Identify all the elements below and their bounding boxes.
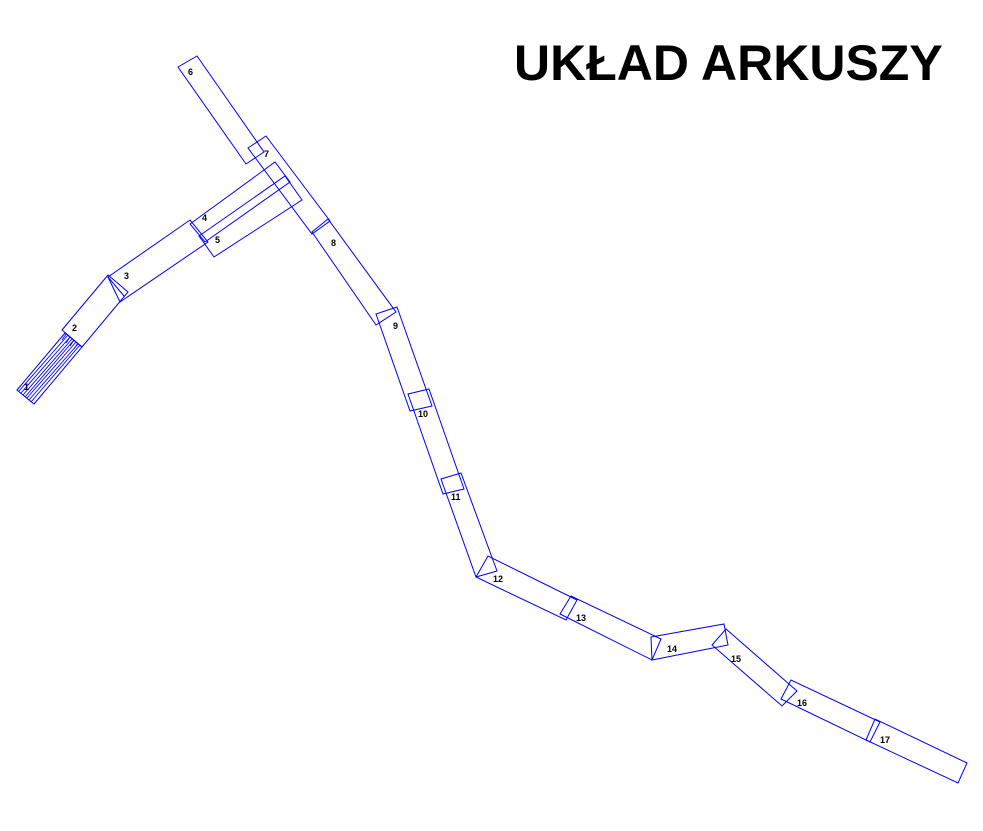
sheet-17-label: 17	[880, 735, 890, 745]
sheet-8[interactable]: 8	[311, 218, 397, 326]
sheet-16[interactable]: 16	[780, 679, 881, 743]
sheet-11-label: 11	[451, 492, 461, 502]
sheet-9-label: 9	[393, 321, 398, 331]
sheet-10[interactable]: 10	[407, 388, 465, 495]
sheet-10-label: 10	[418, 409, 428, 419]
sheet-12-label: 12	[493, 574, 503, 584]
sheet-11[interactable]: 11	[440, 472, 498, 578]
sheet-6-label: 6	[188, 67, 193, 77]
sheet-4-label: 4	[202, 213, 207, 223]
sheet-13-label: 13	[576, 613, 586, 623]
sheet-3[interactable]: 3	[107, 219, 209, 303]
sheet-17[interactable]: 17	[865, 718, 968, 784]
sheet-7[interactable]: 7	[247, 135, 331, 235]
sheet-1-label: 1	[24, 382, 29, 392]
sheet-15-label: 15	[731, 654, 741, 664]
sheet-5[interactable]: 5	[198, 175, 303, 258]
sheet-14[interactable]: 14	[650, 623, 729, 661]
sheet-9[interactable]: 9	[375, 306, 433, 412]
page-title: UKŁAD ARKUSZY	[514, 35, 943, 91]
sheet-7-label: 7	[264, 149, 269, 159]
sheet-8-label: 8	[331, 238, 336, 248]
sheet-2[interactable]: 2	[61, 274, 129, 348]
sheet-2-label: 2	[72, 323, 77, 333]
sheet-1[interactable]: 1	[16, 332, 83, 405]
sheet-1-hatching	[18, 333, 81, 403]
sheet-3-label: 3	[124, 271, 129, 281]
sheet-15[interactable]: 15	[711, 628, 798, 707]
sheet-4[interactable]: 4	[189, 161, 291, 243]
sheet-6[interactable]: 6	[177, 55, 265, 165]
sheet-16-label: 16	[797, 698, 807, 708]
sheet-14-label: 14	[667, 644, 677, 654]
sheet-13[interactable]: 13	[559, 595, 662, 661]
sheet-5-label: 5	[215, 235, 220, 245]
sheet-12[interactable]: 12	[475, 555, 578, 621]
